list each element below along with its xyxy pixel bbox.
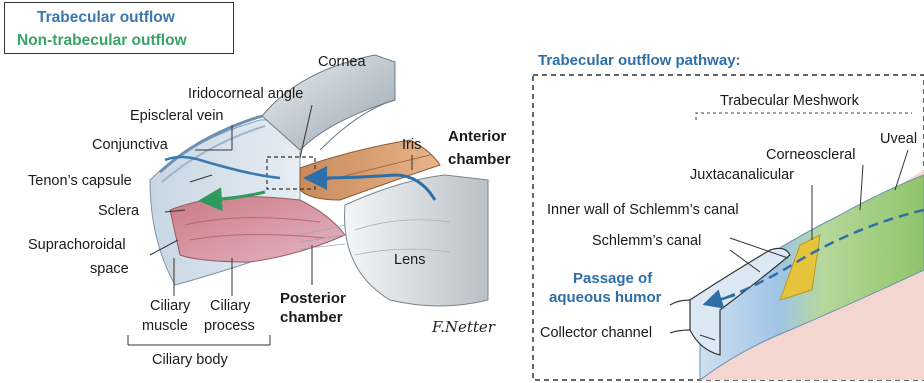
label-suprachoroidal-line2: space [90, 261, 129, 278]
label-anterior-line2: chamber [448, 151, 511, 168]
label-episcleral-vein: Episcleral vein [130, 108, 224, 125]
label-suprachoroidal-line1: Suprachoroidal [28, 237, 126, 254]
label-uveal: Uveal [880, 131, 917, 148]
label-sclera: Sclera [98, 203, 139, 220]
label-schlemms-canal: Schlemm’s canal [592, 233, 701, 250]
label-ciliary-process-line1: Ciliary [210, 298, 250, 315]
label-iris: Iris [402, 137, 421, 154]
panel-title: Trabecular outflow pathway: [538, 52, 741, 69]
label-ciliary-muscle-line1: Ciliary [150, 298, 190, 315]
label-juxtacanalicular: Juxtacanalicular [690, 167, 794, 184]
label-inner-wall: Inner wall of Schlemm’s canal [547, 202, 739, 219]
label-ciliary-body: Ciliary body [152, 352, 228, 369]
legend-trabecular: Trabecular outflow [37, 9, 175, 27]
label-corneoscleral: Corneoscleral [766, 147, 855, 164]
artist-signature: F.Netter [432, 318, 495, 336]
label-posterior-line2: chamber [280, 309, 343, 326]
label-lens: Lens [394, 252, 425, 269]
label-tenons-capsule: Tenon’s capsule [28, 173, 132, 190]
label-iridocorneal-angle: Iridocorneal angle [188, 86, 303, 103]
label-passage-line2: aqueous humor [549, 289, 662, 306]
label-ciliary-process-line2: process [204, 318, 255, 335]
label-collector-channel: Collector channel [540, 325, 652, 342]
label-cornea: Cornea [318, 54, 366, 71]
legend: Trabecular outflow Non-trabecular outflo… [4, 2, 234, 54]
label-passage-line1: Passage of [573, 270, 652, 287]
label-anterior-line1: Anterior [448, 128, 506, 145]
label-trabecular-meshwork: Trabecular Meshwork [720, 93, 859, 110]
legend-non-trabecular: Non-trabecular outflow [17, 32, 187, 50]
label-posterior-line1: Posterior [280, 290, 346, 307]
label-ciliary-muscle-line2: muscle [142, 318, 188, 335]
label-conjunctiva: Conjunctiva [92, 137, 168, 154]
